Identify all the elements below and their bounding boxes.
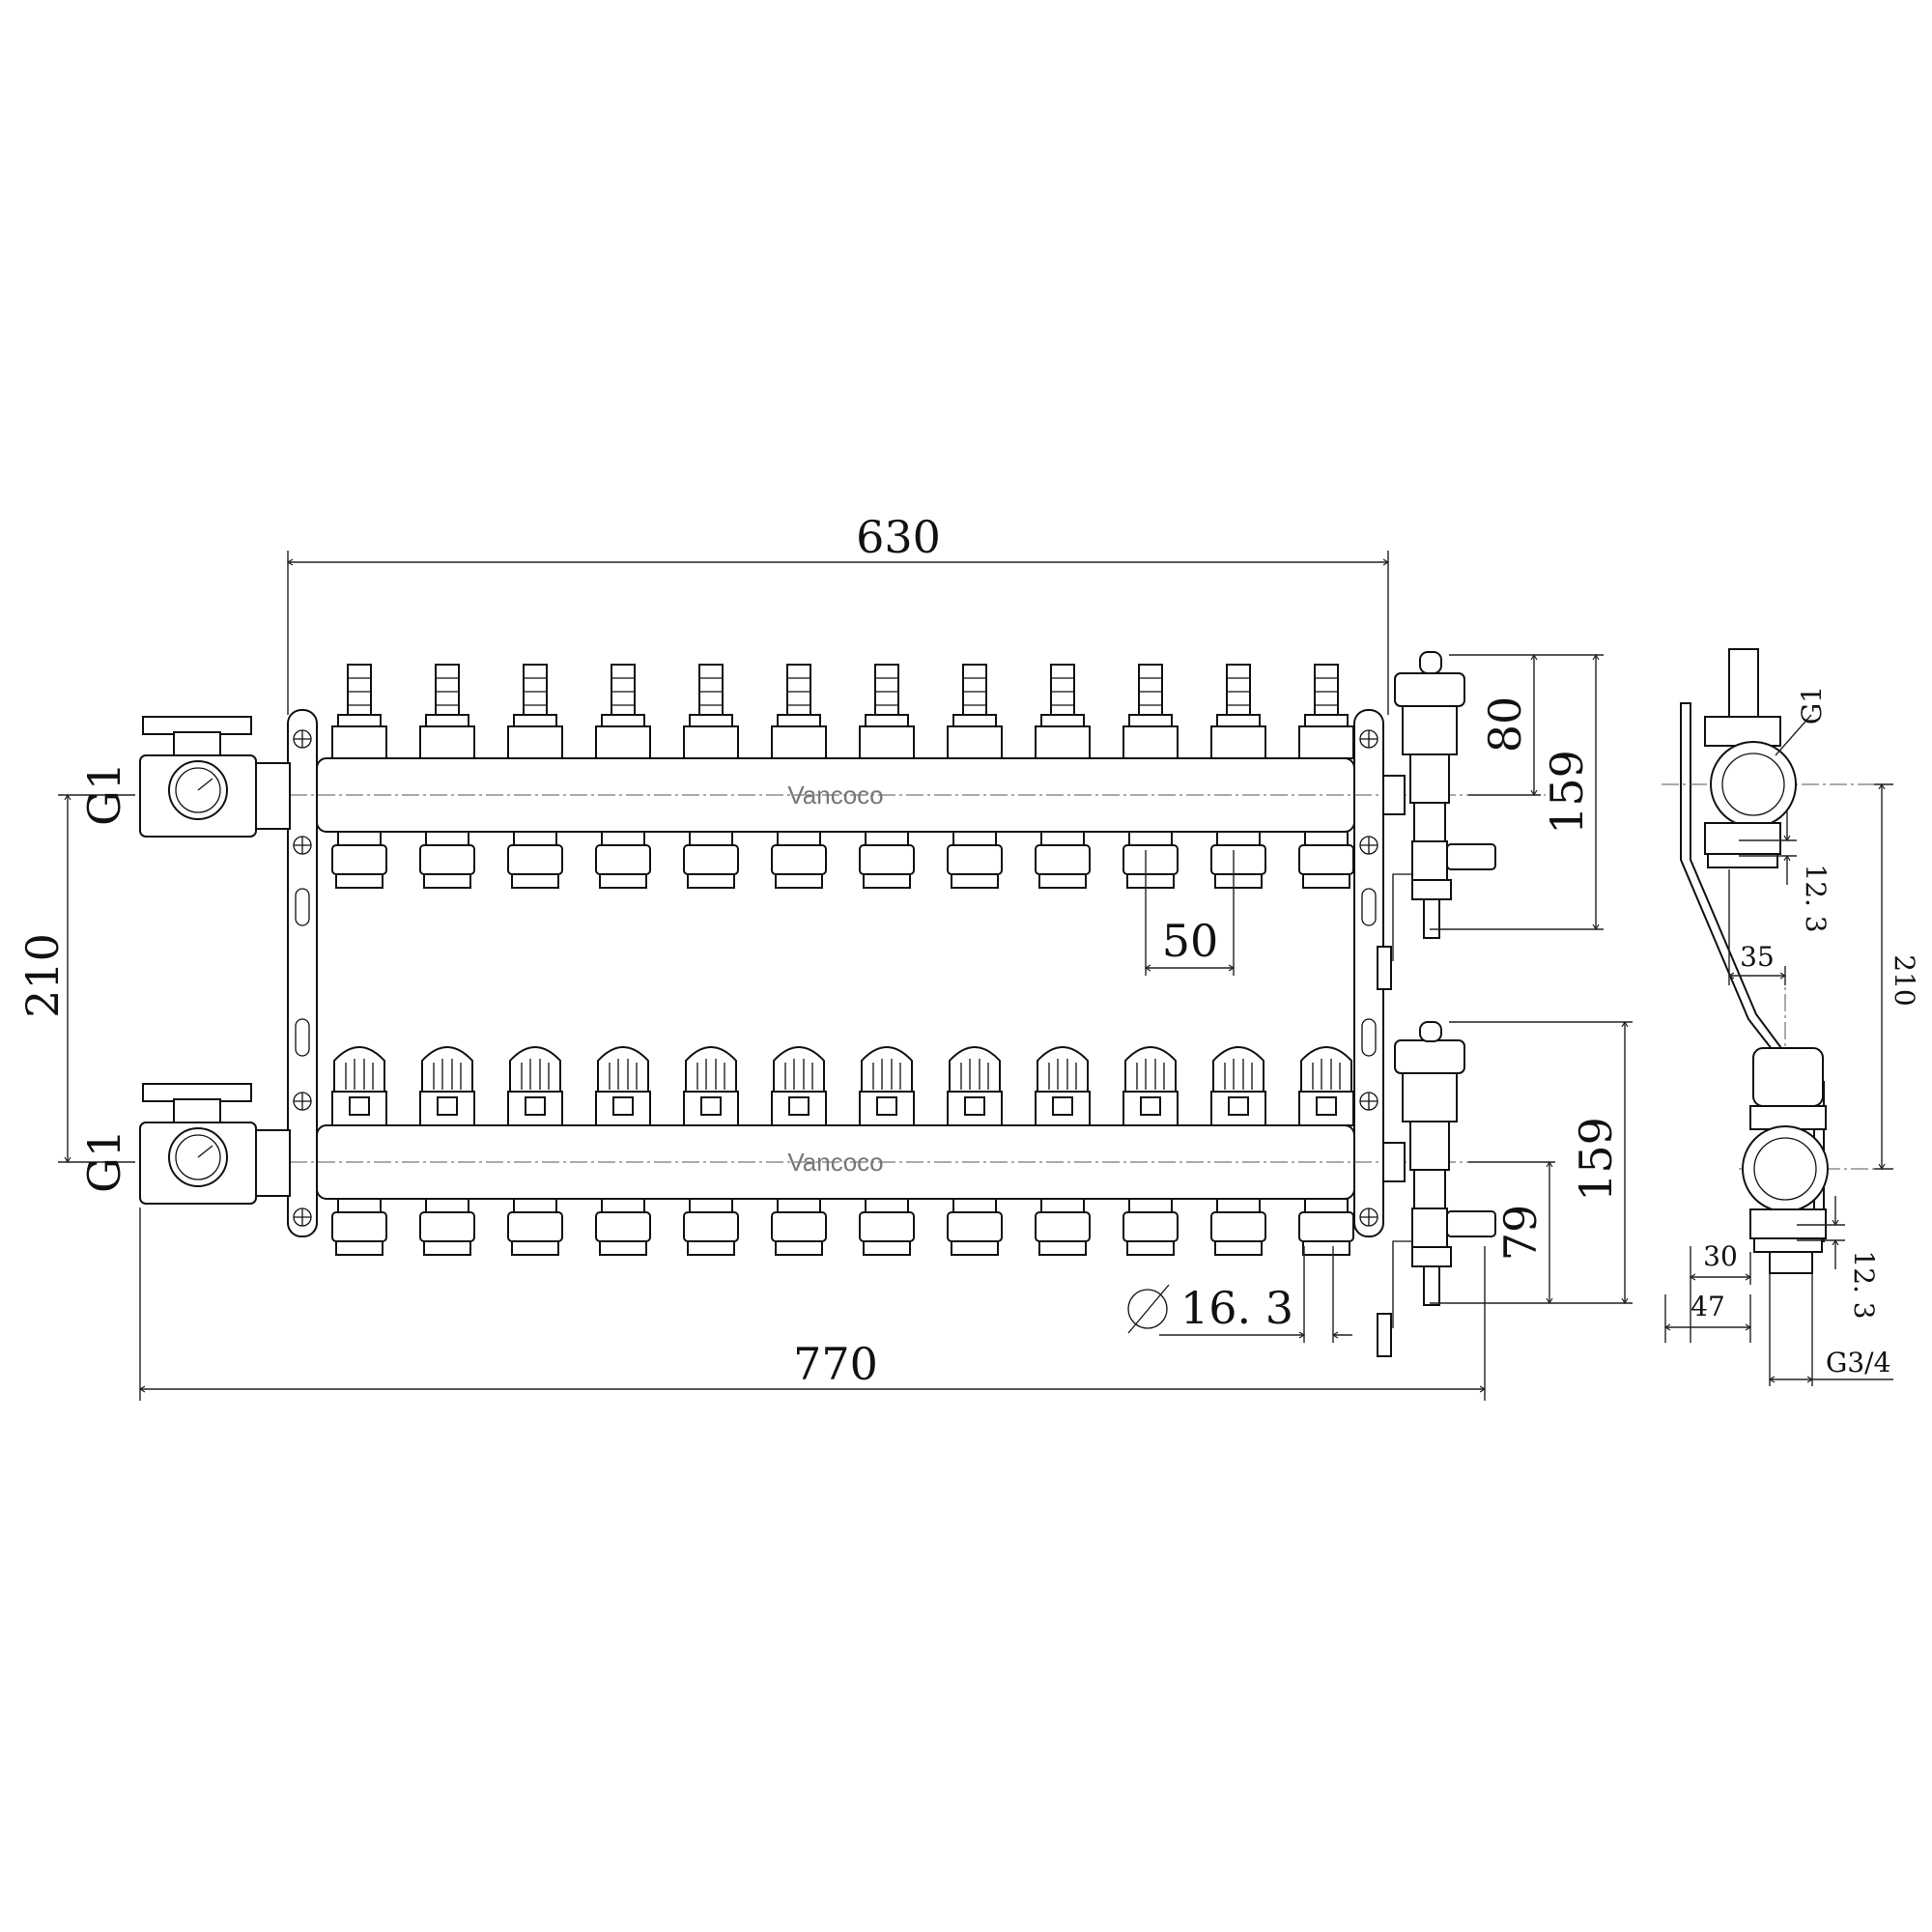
drain-handle-icon: [1446, 843, 1496, 870]
flowmeter-icon: [1122, 664, 1179, 759]
brand-label-bottom: Vancoco: [787, 1148, 883, 1177]
bottom-end-unit: [1377, 1021, 1496, 1357]
valve-cap-icon: [507, 1046, 563, 1126]
dim-outlet-spacing: 50: [1162, 915, 1219, 967]
dim-overall-length: 770: [793, 1338, 878, 1390]
flowmeter-icon: [683, 664, 739, 759]
valve-cap-icon: [595, 1046, 651, 1126]
supply-outlet-row: [331, 831, 1354, 889]
return-outlet-row: [331, 1198, 1354, 1256]
dim-supply-height-large: 159: [1541, 750, 1593, 835]
dim-collector-length: 630: [856, 511, 941, 563]
dim-supply-height-small: 80: [1479, 696, 1531, 753]
valve-cap-row: [331, 1046, 1354, 1126]
outlet-fitting: [1210, 831, 1266, 889]
outlet-fitting: [859, 831, 915, 889]
outlet-fitting: [419, 831, 475, 889]
flowmeter-icon: [331, 664, 387, 759]
outlet-fitting: [419, 1198, 475, 1256]
valve-cap-icon: [1035, 1046, 1091, 1126]
outlet-fitting: [331, 831, 387, 889]
outlet-fitting: [859, 1198, 915, 1256]
outlet-fitting: [1298, 831, 1354, 889]
outlet-fitting: [1210, 1198, 1266, 1256]
return-header: Vancoco: [290, 1124, 1546, 1200]
side-spacing: 35: [1740, 941, 1775, 973]
outlet-fitting: [595, 1198, 651, 1256]
side-dimensions: G1 12. 3 35 210 12. 3 30 47: [1665, 686, 1920, 1386]
outlet-fitting: [947, 831, 1003, 889]
side-flowmeter: [1728, 648, 1759, 718]
outlet-fitting: [683, 1198, 739, 1256]
outlet-fitting: [1122, 831, 1179, 889]
outlet-fitting: [1035, 831, 1091, 889]
outlet-fitting: [331, 1198, 387, 1256]
side-view: [1662, 648, 1893, 1274]
outlet-fitting: [1035, 1198, 1091, 1256]
valve-cap-icon: [771, 1046, 827, 1126]
valve-cap-icon: [1122, 1046, 1179, 1126]
thread-label-top: G1: [78, 762, 130, 826]
flowmeter-row: [331, 664, 1354, 759]
side-height: 210: [1889, 954, 1920, 1006]
outlet-fitting: [683, 831, 739, 889]
top-end-unit: [1377, 651, 1496, 990]
valve-cap-icon: [859, 1046, 915, 1126]
outlet-fitting: [595, 831, 651, 889]
outlet-fitting: [947, 1198, 1003, 1256]
brand-label-top: Vancoco: [787, 781, 883, 810]
dim-return-height-large: 159: [1570, 1117, 1622, 1202]
valve-cap-icon: [419, 1046, 475, 1126]
flowmeter-icon: [859, 664, 915, 759]
side-outlet-thread: G3/4: [1826, 1347, 1890, 1378]
flowmeter-icon: [947, 664, 1003, 759]
flowmeter-icon: [1298, 664, 1354, 759]
top-ball-valve: [139, 716, 291, 838]
side-depth-small: 30: [1703, 1240, 1738, 1272]
side-valve-cap: [1752, 1047, 1824, 1107]
outlet-fitting: [771, 1198, 827, 1256]
side-offset-bottom: 12. 3: [1848, 1250, 1880, 1319]
flowmeter-icon: [507, 664, 563, 759]
side-offset-top: 12. 3: [1800, 864, 1832, 932]
flowmeter-icon: [1035, 664, 1091, 759]
flowmeter-icon: [419, 664, 475, 759]
side-depth-large: 47: [1690, 1291, 1725, 1322]
diameter-symbol-icon: [1127, 1289, 1168, 1329]
bottom-ball-valve: [139, 1083, 291, 1205]
valve-cap-icon: [331, 1046, 387, 1126]
valve-cap-icon: [1298, 1046, 1354, 1126]
outlet-fitting: [771, 831, 827, 889]
side-thread-label: G1: [1796, 686, 1828, 724]
outlet-fitting: [1298, 1198, 1354, 1256]
front-view: Vancoco Vancoco: [139, 651, 1546, 1357]
drain-handle-icon: [1446, 1210, 1496, 1237]
dim-return-height-small: 79: [1494, 1205, 1547, 1262]
valve-cap-icon: [1210, 1046, 1266, 1126]
outlet-fitting: [1122, 1198, 1179, 1256]
thread-label-bottom: G1: [78, 1129, 130, 1193]
supply-header: Vancoco: [290, 757, 1546, 833]
flowmeter-icon: [771, 664, 827, 759]
flowmeter-icon: [1210, 664, 1266, 759]
valve-cap-icon: [947, 1046, 1003, 1126]
outlet-fitting: [507, 831, 563, 889]
dim-outlet-diameter: 16. 3: [1180, 1282, 1293, 1334]
flowmeter-icon: [595, 664, 651, 759]
dim-header-spacing: 210: [16, 933, 69, 1018]
valve-cap-icon: [683, 1046, 739, 1126]
front-dimensions: 630 770 210 G1 G1 50 80 159 79 15: [16, 511, 1633, 1401]
outlet-fitting: [507, 1198, 563, 1256]
left-bracket: [287, 709, 318, 1237]
